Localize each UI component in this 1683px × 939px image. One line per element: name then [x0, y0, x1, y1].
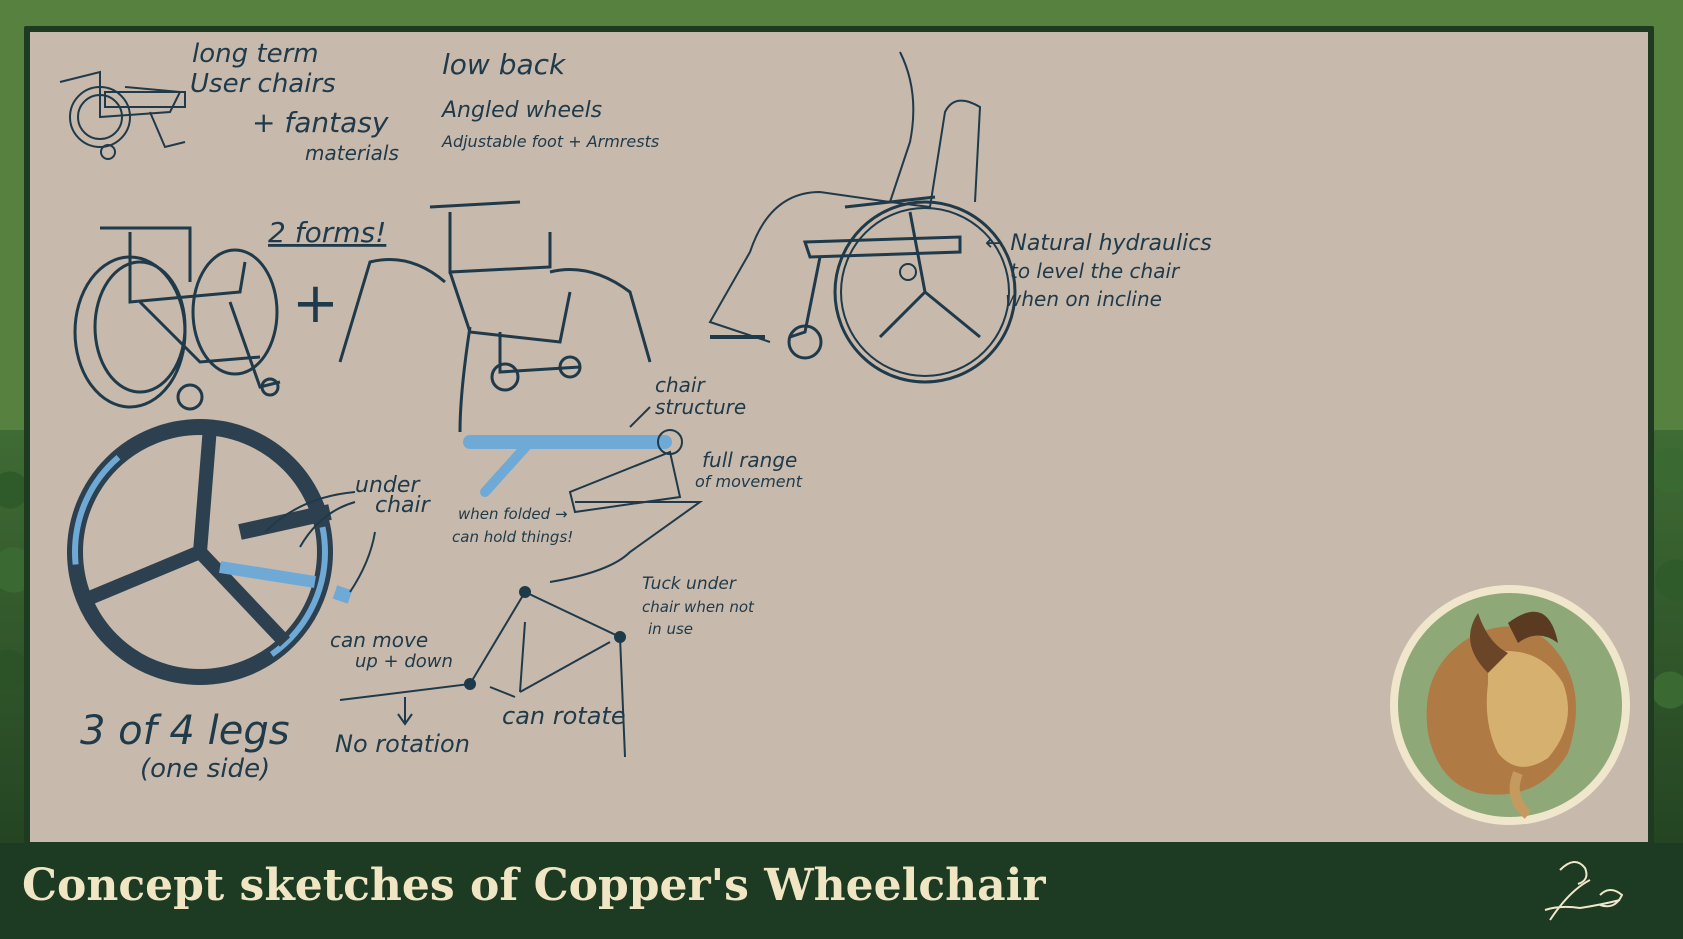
note-full-range-2: of movement [695, 472, 803, 491]
note-no-rotation: No rotation [335, 730, 470, 758]
note-plus-fantasy: + fantasy [252, 106, 389, 139]
note-hydraulics-1: ← Natural hydraulics [985, 231, 1212, 256]
note-chair-structure-2: structure [655, 395, 746, 419]
character-portrait [1390, 585, 1630, 825]
note-angled-wheels: Angled wheels [440, 98, 602, 123]
sketch-spider-chair [338, 200, 652, 433]
note-under-chair-2: chair [375, 493, 432, 518]
sketch-wheelchair-form [73, 226, 281, 411]
artist-signature [1544, 861, 1624, 921]
caption-title: Concept sketches of Copper's Wheelchair [22, 860, 1046, 911]
note-full-range-1: full range [702, 448, 797, 472]
note-can-move-2: up + down [355, 651, 453, 672]
note-tuck-2: chair when not [642, 598, 755, 616]
sketch-leg-wheel [67, 419, 353, 685]
sketch-chair-structure [463, 406, 704, 583]
note-legs-1: 3 of 4 legs [80, 708, 290, 754]
note-long-term-2: User chairs [190, 69, 336, 99]
note-hydraulics-3: when on incline [1005, 287, 1162, 311]
caption-bar [0, 843, 1683, 939]
note-tuck-3: in use [648, 620, 693, 638]
sketch-seated-figure [708, 51, 1017, 384]
note-can-rotate: can rotate [502, 702, 626, 730]
note-when-folded-2: can hold things! [452, 528, 573, 546]
note-materials: materials [305, 141, 399, 165]
note-chair-structure-1: chair [655, 373, 706, 397]
sketch-canvas: long term User chairs + fantasy material… [30, 32, 1648, 842]
sketch-leg-joint [339, 586, 626, 758]
note-plus: + [292, 271, 339, 336]
note-when-folded-1: when folded → [458, 505, 568, 523]
note-long-term-1: long term [192, 39, 319, 69]
note-tuck-1: Tuck under [642, 574, 737, 594]
note-under-chair-1: under [355, 473, 421, 498]
note-adjustable: Adjustable foot + Armrests [441, 132, 659, 151]
note-low-back: low back [442, 48, 567, 81]
note-two-forms: 2 forms! [268, 216, 386, 249]
note-can-move-1: can move [330, 628, 428, 652]
note-hydraulics-2: to level the chair [1010, 259, 1181, 283]
under-chair-arrows [264, 491, 376, 593]
note-legs-2: (one side) [140, 754, 270, 784]
sketch-long-term-chair [59, 70, 186, 160]
